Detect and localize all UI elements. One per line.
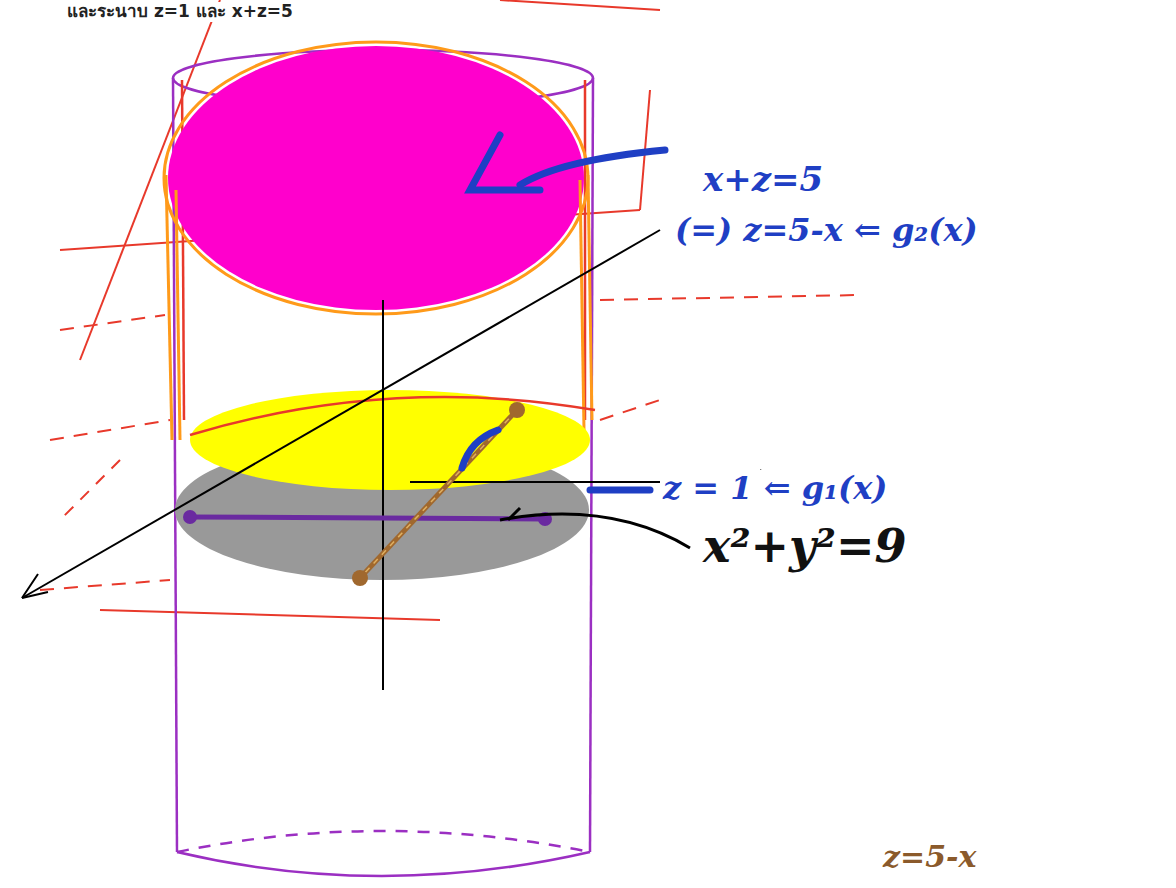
pointer-arrow — [462, 135, 665, 490]
plane-section — [190, 390, 590, 490]
problem-text: และระนาบ z=1 และ x+z=5 — [64, 2, 296, 22]
handwritten-label: (=) z=5-x ⇐ g₂(x) — [672, 212, 981, 249]
handwritten-label: x²+y²=9 — [700, 520, 910, 573]
plane-section — [168, 46, 584, 310]
leader-line — [500, 514, 690, 548]
handwritten-label: z = 1 ⇐ g₁(x) — [660, 470, 890, 507]
diameter-line — [183, 510, 552, 526]
handwritten-label: z=5-x — [880, 840, 979, 875]
axes — [22, 230, 778, 690]
handwritten-label: x+z=5 — [700, 160, 826, 199]
section-line — [352, 402, 525, 586]
